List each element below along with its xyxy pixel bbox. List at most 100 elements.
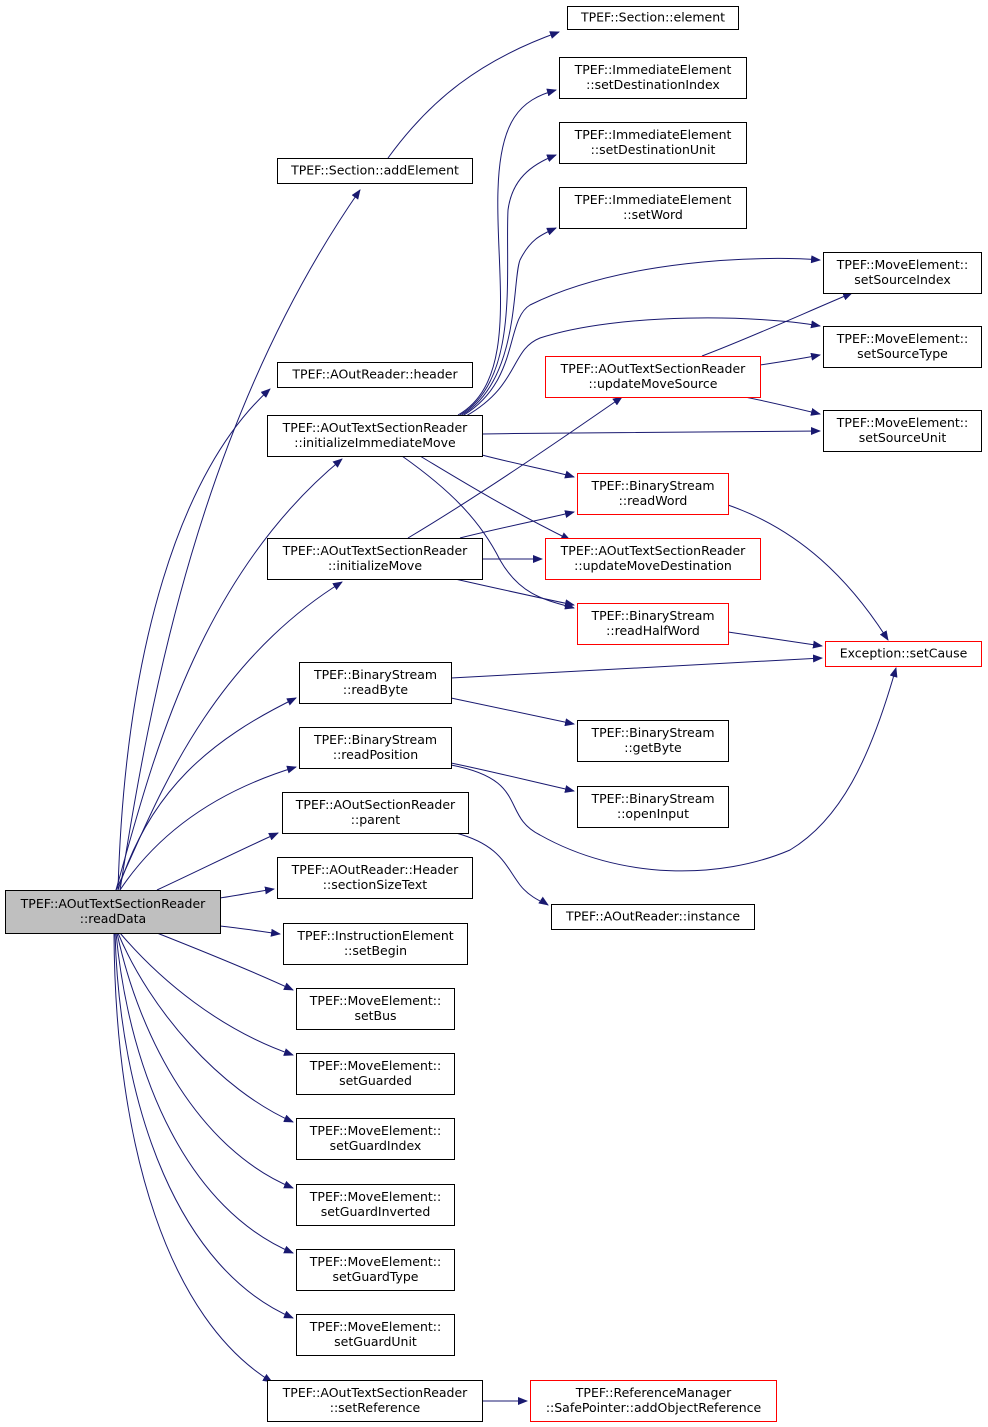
edge-aoutsec-parent-to-aout-instance [455,832,549,906]
node-box [296,1184,455,1226]
node-bs-get-byte[interactable]: TPEF::BinaryStream::getByte [577,720,729,762]
node-label: setGuardInverted [321,1204,431,1219]
edge-root-to-bs-read-byte [117,697,297,891]
node-box [823,252,982,294]
node-label: ::setWord [623,207,683,222]
node-move-set-guarded[interactable]: TPEF::MoveElement::setGuarded [296,1053,455,1095]
node-update-move-source[interactable]: TPEF::AOutTextSectionReader::updateMoveS… [545,356,761,398]
node-label: ::initializeImmediateMove [294,435,456,450]
edge-root-to-aout-header [117,388,271,891]
node-label: TPEF::ImmediateElement [574,62,732,77]
edge-update-move-source-to-move-set-source-index [701,292,853,357]
node-label: TPEF::AOutTextSectionReader [20,896,207,911]
node-box [5,890,221,934]
node-bs-open-input[interactable]: TPEF::BinaryStream::openInput [577,786,729,828]
node-move-set-guard-inverted[interactable]: TPEF::MoveElement::setGuardInverted [296,1184,455,1226]
node-label: setGuarded [339,1073,412,1088]
node-refmgr-add-obj-ref[interactable]: TPEF::ReferenceManager::SafePointer::add… [530,1380,777,1422]
edge-init-imm-move-to-bs-read-half-word [401,455,575,610]
node-set-reference[interactable]: TPEF::AOutTextSectionReader::setReferenc… [267,1380,483,1422]
edge-root-to-move-set-guarded [119,932,294,1056]
node-aout-header[interactable]: TPEF::AOutReader::header [277,362,473,388]
node-label: TPEF::ReferenceManager [575,1385,732,1400]
node-label: TPEF::MoveElement:: [836,415,968,430]
node-exc-set-cause[interactable]: Exception::setCause [825,641,982,667]
node-label: ::SafePointer::addObjectReference [546,1400,762,1415]
node-box [577,473,729,515]
edge-root-to-move-set-guard-inverted [116,932,294,1189]
node-init-imm-move[interactable]: TPEF::AOutTextSectionReader::initializeI… [267,415,483,457]
node-box [545,356,761,398]
edge-bs-read-position-to-bs-open-input [450,762,575,793]
node-label: setBus [354,1008,396,1023]
node-label: TPEF::AOutTextSectionReader [282,1385,469,1400]
node-label: TPEF::InstructionElement [296,928,453,943]
edge-root-to-hdr-section-size-text [219,886,275,899]
node-label: ::initializeMove [328,558,422,573]
node-label: setSourceUnit [859,430,947,445]
node-move-set-guard-unit[interactable]: TPEF::MoveElement::setGuardUnit [296,1314,455,1356]
node-label: ::setBegin [344,943,407,958]
edge-root-to-move-set-guard-index [117,932,294,1123]
edge-init-imm-move-to-imm-set-dest-index [457,88,557,416]
edge-root-to-aoutsec-parent [156,832,279,891]
node-move-set-bus[interactable]: TPEF::MoveElement::setBus [296,988,455,1030]
node-label: setSourceType [857,346,948,361]
node-move-set-source-index[interactable]: TPEF::MoveElement::setSourceIndex [823,252,982,294]
node-move-set-source-type[interactable]: TPEF::MoveElement::setSourceType [823,326,982,368]
edge-root-to-init-move [115,581,343,891]
node-label: TPEF::AOutReader::Header [291,862,460,877]
node-bs-read-position[interactable]: TPEF::BinaryStream::readPosition [299,727,452,769]
node-imm-set-dest-index[interactable]: TPEF::ImmediateElement::setDestinationIn… [559,57,747,99]
node-section-add-element[interactable]: TPEF::Section::addElement [277,158,473,184]
node-label: ::updateMoveDestination [574,558,732,573]
node-label: ::getByte [624,740,682,755]
node-bs-read-word[interactable]: TPEF::BinaryStream::readWord [577,473,729,515]
node-update-move-dest[interactable]: TPEF::AOutTextSectionReader::updateMoveD… [545,538,761,580]
edge-root-to-instr-set-begin [219,925,281,937]
node-label: setGuardIndex [330,1138,422,1153]
node-section-element[interactable]: TPEF::Section::element [567,6,739,30]
node-box [551,904,755,930]
edge-root-to-move-set-guard-type [115,932,294,1254]
node-move-set-guard-index[interactable]: TPEF::MoveElement::setGuardIndex [296,1118,455,1160]
edge-init-imm-move-to-bs-read-word [481,454,575,479]
node-label: TPEF::MoveElement:: [309,1058,441,1073]
node-label: ::updateMoveSource [589,376,718,391]
edge-update-move-source-to-move-set-source-type [759,352,821,366]
node-label: TPEF::BinaryStream [590,478,714,493]
edge-bs-read-byte-to-exc-set-cause [450,654,823,679]
node-box [296,1314,455,1356]
node-init-move[interactable]: TPEF::AOutTextSectionReader::initializeM… [267,538,483,580]
node-label: ::sectionSizeText [323,877,427,892]
node-bs-read-half-word[interactable]: TPEF::BinaryStream::readHalfWord [577,603,729,645]
edge-root-to-set-reference [113,932,273,1383]
edge-bs-read-position-to-exc-set-cause [450,667,898,872]
node-label: TPEF::MoveElement:: [309,1189,441,1204]
node-imm-set-dest-unit[interactable]: TPEF::ImmediateElement::setDestinationUn… [559,122,747,164]
node-box [577,786,729,828]
node-imm-set-word[interactable]: TPEF::ImmediateElement::setWord [559,187,747,229]
edge-init-imm-move-to-imm-set-word [461,227,557,416]
node-move-set-source-unit[interactable]: TPEF::MoveElement::setSourceUnit [823,410,982,452]
node-hdr-section-size-text[interactable]: TPEF::AOutReader::Header::sectionSizeTex… [277,857,473,899]
edge-init-imm-move-to-imm-set-dest-unit [459,154,557,416]
node-aout-instance[interactable]: TPEF::AOutReader::instance [551,904,755,930]
node-label: TPEF::AOutTextSectionReader [282,420,469,435]
node-move-set-guard-type[interactable]: TPEF::MoveElement::setGuardType [296,1249,455,1291]
node-label: TPEF::MoveElement:: [309,993,441,1008]
node-bs-read-byte[interactable]: TPEF::BinaryStream::readByte [299,662,452,704]
node-label: TPEF::MoveElement:: [836,257,968,272]
node-label: TPEF::MoveElement:: [309,1254,441,1269]
edge-init-imm-move-to-move-set-source-index [463,255,821,416]
edge-update-move-source-to-move-set-source-unit [744,396,821,416]
node-instr-set-begin[interactable]: TPEF::InstructionElement::setBegin [283,923,468,965]
node-label: ::setReference [330,1400,421,1415]
node-root[interactable]: TPEF::AOutTextSectionReader::readData [5,890,221,934]
node-label: setGuardUnit [334,1334,417,1349]
edges-layer [113,31,898,1405]
node-label: TPEF::AOutReader::instance [565,909,740,924]
node-aoutsec-parent[interactable]: TPEF::AOutSectionReader::parent [282,792,469,834]
node-label: ::readWord [619,493,688,508]
node-label: ::readData [80,911,146,926]
